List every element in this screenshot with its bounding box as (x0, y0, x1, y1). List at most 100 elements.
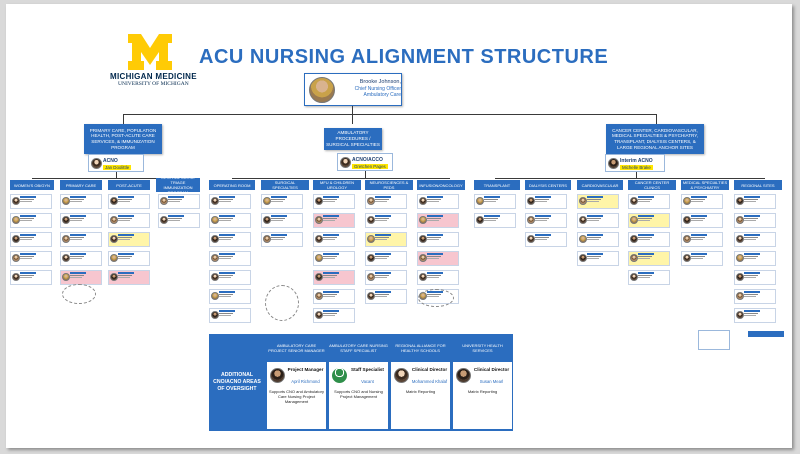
staff-photo (527, 216, 535, 224)
vacancy-oval (265, 285, 299, 321)
oversight-side-label: ADDITIONAL CNO/ACNO AREAS OF OVERSIGHT (213, 372, 261, 392)
text-placeholder (587, 256, 601, 257)
text-placeholder (168, 215, 184, 217)
text-placeholder (484, 220, 496, 221)
text-placeholder (70, 220, 82, 221)
staff-card (365, 270, 407, 285)
text-placeholder (375, 296, 387, 297)
dept-header-regional: REGIONAL SITES (734, 180, 782, 190)
text-placeholder (70, 256, 84, 257)
cno-card: Brooke Johnson, Chief Nursing Officer Am… (304, 73, 402, 106)
text-placeholder (323, 218, 337, 219)
staff-photo (211, 197, 219, 205)
staff-card (681, 251, 723, 266)
text-placeholder (118, 218, 132, 219)
cno-role-line2: Ambulatory Care (363, 92, 401, 99)
text-placeholder (484, 199, 498, 200)
text-placeholder (375, 215, 391, 217)
text-placeholder (638, 220, 650, 221)
oversight-card: Project Manager April Richmond Supports … (267, 362, 326, 429)
text-placeholder (20, 258, 32, 259)
staff-card (158, 194, 200, 209)
text-placeholder (691, 220, 703, 221)
person-role: Clinical Director (473, 367, 510, 372)
staff-card (108, 213, 150, 228)
staff-photo (736, 197, 744, 205)
staff-photo (12, 254, 20, 262)
text-placeholder (323, 234, 339, 236)
text-placeholder (744, 277, 756, 278)
text-placeholder (168, 218, 182, 219)
text-placeholder (219, 296, 231, 297)
text-placeholder (219, 256, 233, 257)
staff-card (577, 194, 619, 209)
text-placeholder (168, 196, 184, 198)
person-desc: Supports CNO and Ambulatory Care Nursing… (269, 389, 324, 404)
staff-card (628, 194, 670, 209)
text-placeholder (70, 234, 86, 236)
text-placeholder (535, 239, 547, 240)
text-placeholder (427, 272, 443, 274)
staff-photo (62, 216, 70, 224)
text-placeholder (375, 220, 387, 221)
text-placeholder (168, 199, 182, 200)
staff-photo (527, 197, 535, 205)
text-placeholder (219, 199, 233, 200)
staff-photo (160, 197, 168, 205)
staff-card (365, 194, 407, 209)
acno-card-procedures: ACNO/ACCO Gretchen Pages (337, 153, 393, 171)
text-placeholder (587, 258, 599, 259)
cno-name: Brooke Johnson, (359, 79, 401, 85)
text-placeholder (219, 272, 235, 274)
staff-card (10, 194, 52, 209)
text-placeholder (587, 234, 603, 236)
text-placeholder (219, 237, 233, 238)
oversight-column: AMBULATORY CARE NURSING STAFF SPECIALIST… (328, 336, 389, 429)
dept-header-primary-care: PRIMARY CARE (60, 180, 102, 190)
text-placeholder (638, 275, 652, 276)
staff-card (577, 213, 619, 228)
dept-header-neuro: NEUROSCIENCES & PEDS (365, 180, 413, 190)
page-title: ACU NURSING ALIGNMENT STRUCTURE (199, 46, 609, 68)
oversight-header: UNIVERSITY HEALTH SERVICES (462, 342, 503, 353)
staff-card (417, 213, 459, 228)
oversight-header: AMBULATORY CARE NURSING STAFF SPECIALIST (329, 342, 388, 353)
person-name: Mohammed Khalaf (411, 379, 448, 384)
text-placeholder (484, 218, 498, 219)
cno-role: Chief Nursing Officer Ambulatory Care (341, 86, 401, 99)
text-placeholder (20, 201, 32, 202)
connector (365, 171, 366, 178)
text-placeholder (427, 239, 439, 240)
staff-photo (736, 254, 744, 262)
connector (123, 114, 124, 124)
dept-header-infusion: INFUSION/ONCOLOGY (417, 180, 465, 190)
staff-photo (62, 197, 70, 205)
oversight-card: Clinical Director Mohammed Khalaf Matrix… (391, 362, 450, 429)
staff-card (60, 194, 102, 209)
text-placeholder (744, 234, 760, 236)
text-placeholder (691, 253, 707, 255)
text-placeholder (427, 218, 441, 219)
staff-photo (367, 273, 375, 281)
acno-name: Michelle Brake (620, 165, 653, 170)
text-placeholder (271, 199, 285, 200)
text-placeholder (691, 239, 703, 240)
text-placeholder (587, 220, 599, 221)
person-photo (270, 368, 285, 383)
staff-photo (579, 235, 587, 243)
text-placeholder (219, 220, 231, 221)
text-placeholder (691, 201, 703, 202)
staff-photo (315, 292, 323, 300)
staff-photo (736, 292, 744, 300)
staff-photo (160, 216, 168, 224)
text-placeholder (20, 237, 34, 238)
text-placeholder (118, 272, 134, 274)
acno-card-primary-care: ACNO Jan Doolittle (88, 154, 144, 172)
text-placeholder (118, 258, 130, 259)
text-placeholder (484, 201, 496, 202)
text-placeholder (219, 253, 235, 255)
dept-header-dialysis: DIALYSIS CENTERS (525, 180, 571, 190)
text-placeholder (691, 218, 705, 219)
staff-photo (630, 235, 638, 243)
text-placeholder (427, 220, 439, 221)
